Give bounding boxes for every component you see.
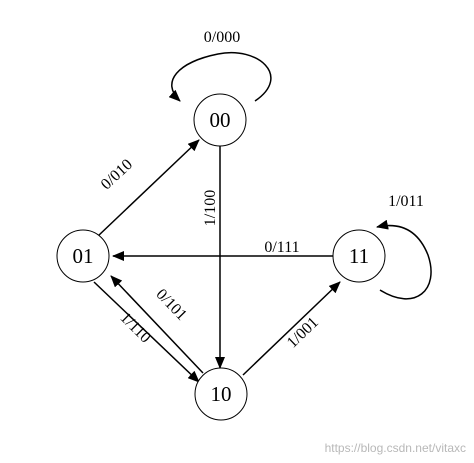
state-00: 00 [193,93,247,147]
state-00-circle [193,93,247,147]
edge-10-to-11 [242,281,341,376]
edge-label-10-11: 1/001 [284,314,322,352]
state-10-label: 10 [211,382,232,406]
state-01-label: 01 [73,244,94,268]
edge-01-to-10 [93,281,200,383]
edge-label-11-11: 1/011 [388,193,424,210]
state-11-label: 11 [349,244,369,268]
edge-label-10-01: 0/101 [152,286,190,324]
edge-11-to-11 [376,219,432,300]
state-01-circle [56,229,110,283]
edge-label-11-01: 0/111 [264,239,299,256]
state-11-circle [332,229,386,283]
watermark-text: https://blog.csdn.net/vitaxc [325,441,466,455]
edge-01-to-00 [97,139,200,237]
edge-label-00-00: 0/000 [204,29,240,46]
edge-10-to-01 [110,275,204,374]
edge-label-01-00: 0/010 [98,156,136,193]
state-00-label: 00 [210,108,231,132]
state-01: 01 [56,229,110,283]
state-10: 10 [194,367,248,421]
edge-00-to-00 [168,52,272,102]
state-10-circle [194,367,248,421]
state-11: 11 [332,229,386,283]
edge-label-00-10: 1/100 [202,190,219,226]
